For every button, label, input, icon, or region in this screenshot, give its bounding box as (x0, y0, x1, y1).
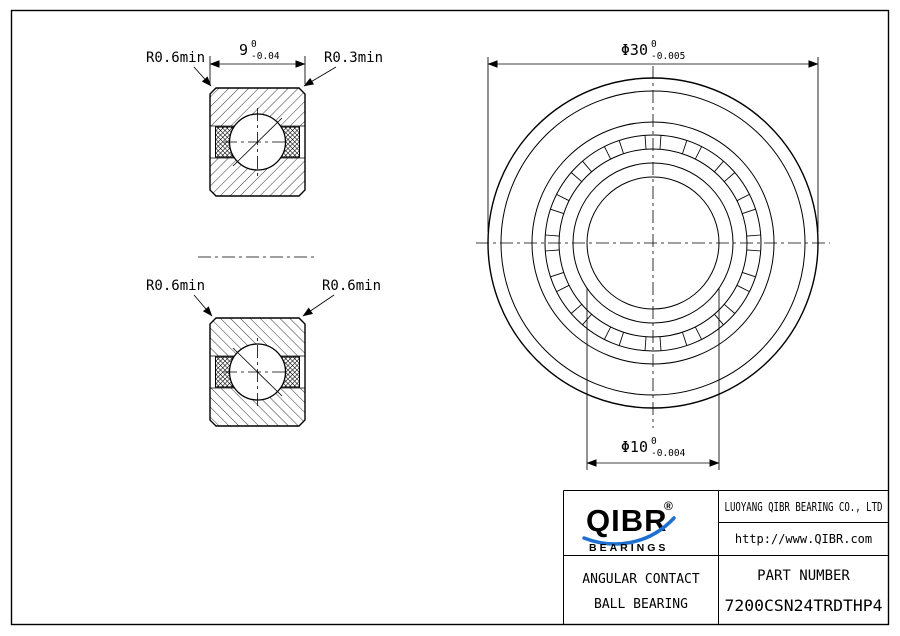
radius-leaders: R0.6min R0.3min R0.6min R0.6min (146, 50, 383, 317)
circle-outer-raceway (531, 121, 775, 365)
section-view: 9 0 -0.04 R0.6min R0.3min R0.6min R0.6mi… (146, 39, 383, 427)
title-block: QIBR ® BEARINGS LUOYANG QIBR BEARING CO.… (563, 490, 889, 625)
circle-outer-ring-inner (500, 90, 806, 396)
section-bottom-half (209, 317, 306, 427)
dim-bore-diameter: Φ10 0 -0.004 (586, 288, 720, 470)
sheet-border (10, 9, 890, 626)
registered-trademark-icon: ® (664, 499, 673, 513)
company-website: http://www.QIBR.com (735, 532, 872, 546)
company-logo: QIBR ® BEARINGS (582, 499, 676, 554)
dim-outer-diameter: Φ30 0 -0.005 (487, 39, 819, 232)
circle-inner-raceway (572, 162, 734, 324)
dim-bore-tol-lower: -0.004 (651, 448, 686, 459)
dim-width-tol-upper: 0 (251, 39, 257, 50)
leader-label-top-left: R0.6min (146, 50, 205, 66)
circle-bore (586, 176, 720, 310)
logo-swoosh-icon (582, 516, 676, 546)
leader-label-mid-left: R0.6min (146, 278, 205, 294)
leader-label-mid-right: R0.6min (322, 278, 381, 294)
logo-brand-text: QIBR (586, 503, 668, 538)
leader-label-top-right: R0.3min (324, 50, 383, 66)
product-name-line1: ANGULAR CONTACT (582, 572, 700, 587)
product-name-line2: BALL BEARING (594, 597, 688, 612)
dim-width-tol-lower: -0.04 (251, 51, 280, 62)
section-top-half (209, 87, 306, 197)
circle-cage-inner (558, 148, 748, 338)
circle-cage-outer (544, 134, 762, 352)
front-view: Φ30 0 -0.005 Φ10 0 -0.004 (476, 39, 830, 470)
circle-outer-od (487, 77, 819, 409)
dim-bore-value: Φ10 (621, 438, 648, 456)
logo-tagline-text: BEARINGS (589, 542, 668, 554)
dim-outer-tol-lower: -0.005 (651, 51, 685, 62)
dim-width-value: 9 (239, 41, 248, 59)
dim-bore-tol-upper: 0 (651, 436, 657, 447)
part-number-value: 7200CSN24TRDTHP4 (725, 596, 883, 615)
dim-width: 9 0 -0.04 (209, 39, 306, 84)
part-number-label: PART NUMBER (757, 568, 850, 584)
dim-outer-tol-upper: 0 (651, 39, 657, 50)
dim-outer-value: Φ30 (621, 41, 648, 59)
company-name: LUOYANG QIBR BEARING CO., LTD (725, 500, 883, 514)
